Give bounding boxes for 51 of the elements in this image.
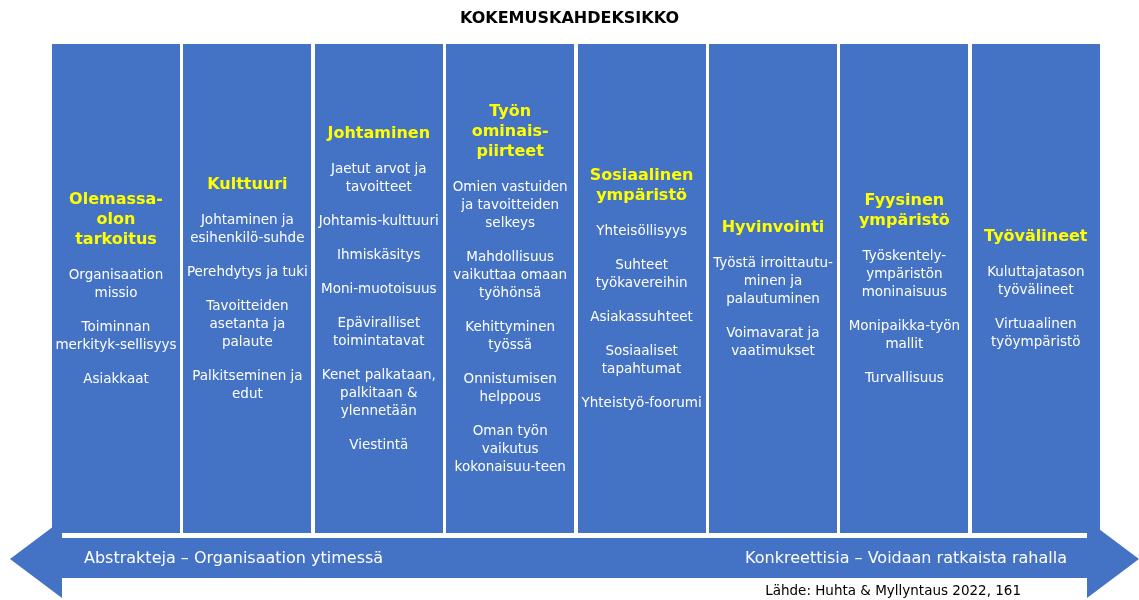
column-item: Asiakassuhteet <box>590 306 693 325</box>
column-item: Epäviralliset toimintatavat <box>332 312 426 349</box>
column-heading: Olemassa-olon tarkoitus <box>68 188 164 249</box>
column-heading: Työn ominais-piirteet <box>470 100 550 161</box>
column-item: Virtuaalinen työympäristö <box>990 313 1082 350</box>
column-heading: Työvälineet <box>984 225 1088 246</box>
column-item: Työstä irroittautu-minen ja palautuminen <box>712 252 834 307</box>
column-item: Viestintä <box>349 434 409 453</box>
column-item: Johtamis-kulttuuri <box>318 210 439 229</box>
column-item: Johtaminen ja esihenkilö-suhde <box>189 209 306 246</box>
column-item: Tavoitteiden asetanta ja palaute <box>205 295 290 350</box>
category-column <box>577 44 706 533</box>
column-heading: Hyvinvointi <box>721 216 825 237</box>
column-item: Työskentely-ympäristön moninaisuus <box>860 245 949 300</box>
column-item: Suhteet työkavereihin <box>594 254 689 291</box>
arrow-label: Konkreettisia – Voidaan ratkaista rahalla <box>745 547 1067 569</box>
category-column <box>709 44 837 533</box>
column-heading: Fyysinen ympäristö <box>857 189 951 230</box>
column-item: Perehdytys ja tuki <box>186 261 308 280</box>
column-item: Organisaation missio <box>67 264 165 301</box>
category-column <box>840 44 969 533</box>
column-item: Toiminnan merkityk-sellisyys <box>55 316 177 353</box>
column-item: Sosiaaliset tapahtumat <box>600 340 683 377</box>
diagram-title: KOKEMUSKAHDEKSIKKO <box>460 8 679 27</box>
column-item: Ihmiskäsitys <box>337 244 421 263</box>
column-item: Palkitseminen ja edut <box>191 365 304 402</box>
arrow-label: Abstrakteja – Organisaation ytimessä <box>84 547 384 569</box>
category-column <box>314 44 443 533</box>
column-heading: Kulttuuri <box>207 173 288 194</box>
column-item: Monipaikka-työn mallit <box>847 315 962 352</box>
category-column <box>446 44 575 533</box>
category-column <box>971 44 1100 533</box>
column-item: Mahdollisuus vaikuttaa omaan työhönsä <box>452 246 569 301</box>
column-item: Omien vastuiden ja tavoitteiden selkeys <box>451 176 569 231</box>
column-item: Yhteisöllisyys <box>596 220 687 239</box>
column-item: Yhteistyö-foorumi <box>581 392 702 411</box>
column-item: Onnistumisen helppous <box>462 368 558 405</box>
column-item: Kuluttajatason työvälineet <box>986 261 1086 298</box>
column-item: Turvallisuus <box>864 367 944 386</box>
column-heading: Johtaminen <box>327 122 431 143</box>
column-item: Jaetut arvot ja tavoitteet <box>329 158 428 195</box>
column-item: Voimavarat ja vaatimukset <box>725 322 821 359</box>
column-heading: Sosiaalinen ympäristö <box>588 164 695 205</box>
column-item: Kenet palkataan, palkitaan & ylennetään <box>320 364 437 419</box>
column-item: Kehittyminen työssä <box>464 316 557 353</box>
column-item: Oman työn vaikutus kokonaisuu-teen <box>453 420 567 475</box>
column-item: Moni-muotoisuus <box>321 278 437 297</box>
category-column <box>52 44 180 533</box>
column-item: Asiakkaat <box>83 368 149 387</box>
category-column <box>183 44 312 533</box>
source-caption: Lähde: Huhta & Myllyntaus 2022, 161 <box>765 582 1021 598</box>
